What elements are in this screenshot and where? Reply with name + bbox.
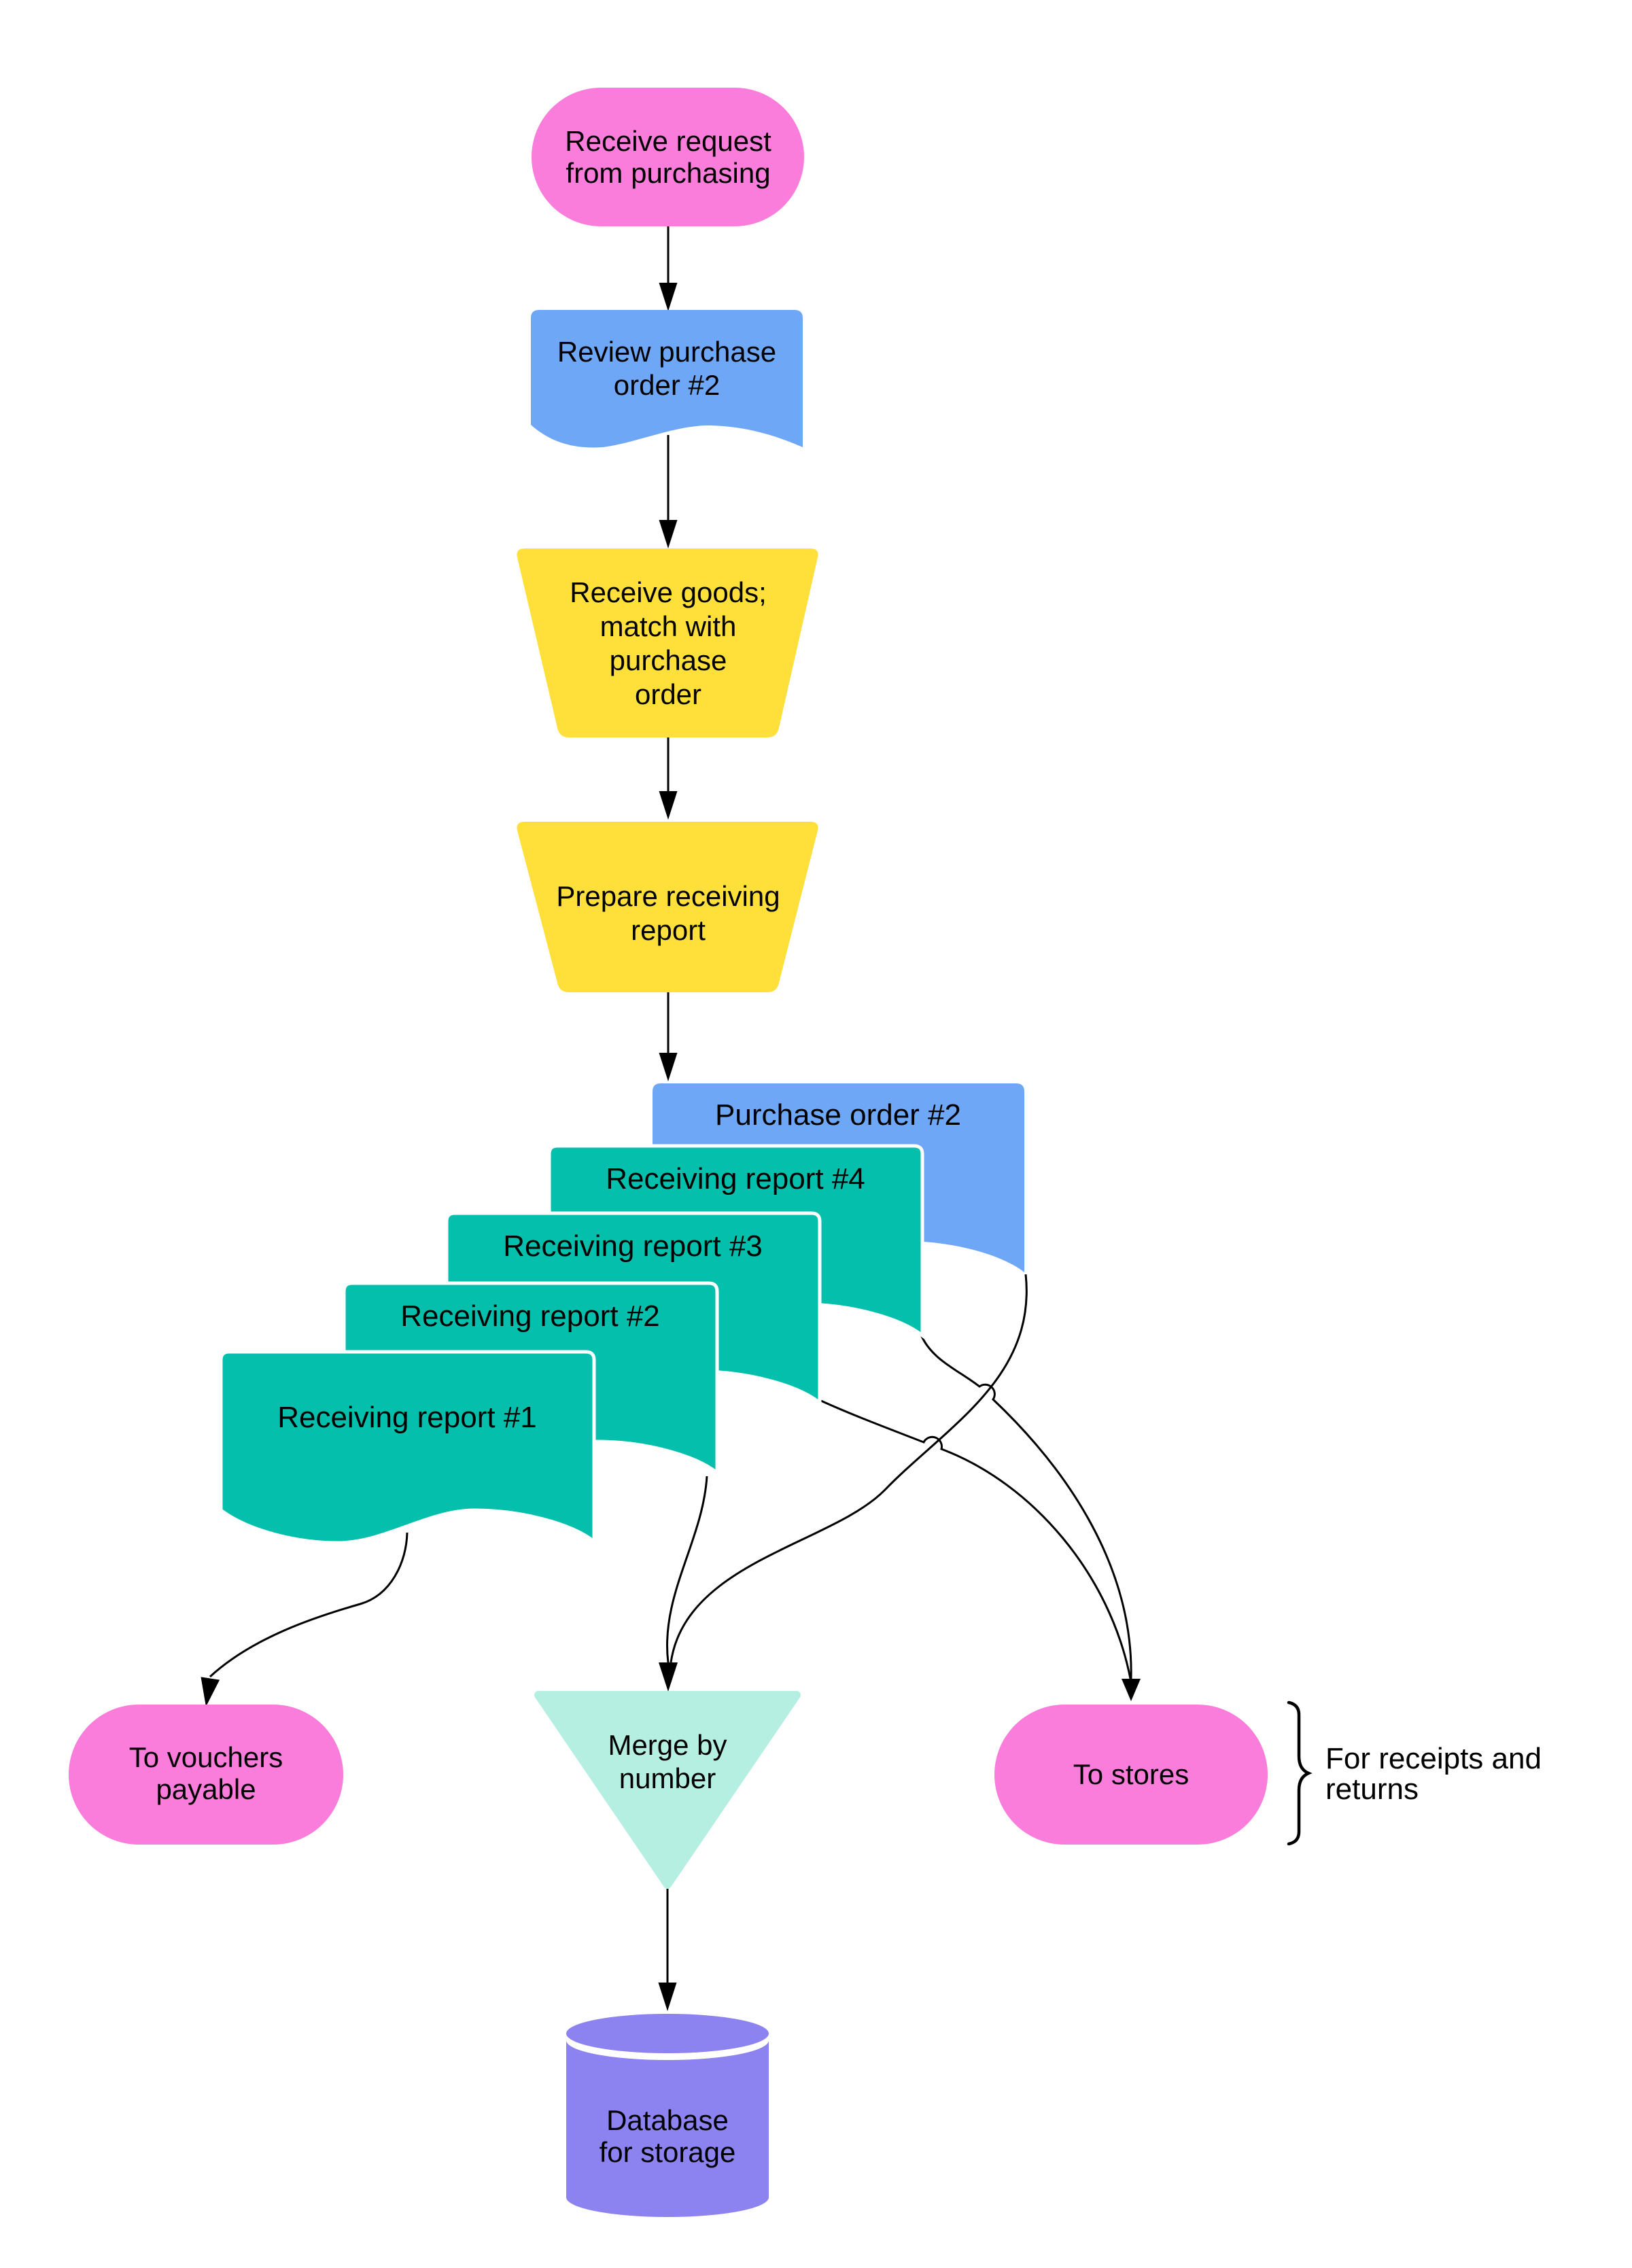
svg-text:To stores: To stores [1073,1758,1189,1790]
svg-text:for storage: for storage [600,2136,736,2168]
svg-text:returns: returns [1325,1773,1419,1806]
svg-text:Receiving report #1: Receiving report #1 [277,1401,537,1434]
svg-text:Database: Database [606,2104,729,2136]
svg-text:match with: match with [600,610,737,642]
svg-text:Receive request: Receive request [565,125,771,157]
svg-text:To vouchers: To vouchers [129,1741,283,1773]
svg-text:report: report [631,914,706,946]
svg-text:number: number [619,1762,716,1794]
svg-text:from purchasing: from purchasing [566,157,770,189]
svg-text:Receiving report #4: Receiving report #4 [606,1162,865,1196]
svg-text:Receiving report #2: Receiving report #2 [400,1299,660,1333]
svg-text:order: order [635,678,701,710]
svg-text:Receive goods;: Receive goods; [570,576,767,608]
svg-text:For receipts and: For receipts and [1325,1742,1542,1775]
svg-text:order #2: order #2 [614,369,720,401]
svg-text:Prepare receiving: Prepare receiving [556,880,780,912]
svg-text:payable: payable [156,1773,256,1805]
svg-text:Receiving report #3: Receiving report #3 [503,1229,763,1263]
svg-text:purchase: purchase [610,644,727,676]
svg-text:Purchase order #2: Purchase order #2 [715,1098,961,1132]
svg-text:Merge by: Merge by [608,1729,727,1761]
svg-text:Review purchase: Review purchase [557,336,776,368]
